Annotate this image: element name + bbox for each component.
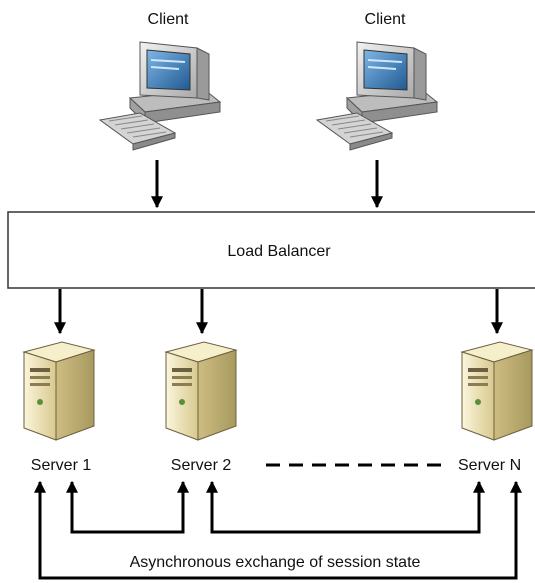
server1-serverN-exchange-line bbox=[34, 480, 522, 580]
server1-icon bbox=[22, 341, 96, 441]
client-computer-right-icon bbox=[315, 41, 439, 151]
server2-icon bbox=[164, 341, 238, 441]
server2-label: Server 2 bbox=[171, 457, 232, 474]
server1-label: Server 1 bbox=[31, 457, 92, 474]
client-left-label: Client bbox=[148, 11, 189, 28]
load-balancer-label: Load Balancer bbox=[227, 243, 331, 260]
load-balancer-box bbox=[7, 211, 535, 289]
client-computer-left-icon bbox=[98, 41, 222, 151]
session-exchange-label: Asynchronous exchange of session state bbox=[130, 554, 421, 571]
serverN-label: Server N bbox=[458, 457, 521, 474]
serverN-icon bbox=[460, 341, 534, 441]
server1-server2-exchange-line bbox=[66, 480, 189, 534]
client-right-label: Client bbox=[365, 11, 406, 28]
session-exchange-label-bg bbox=[82, 549, 474, 573]
server2-serverN-exchange-line bbox=[206, 480, 485, 534]
